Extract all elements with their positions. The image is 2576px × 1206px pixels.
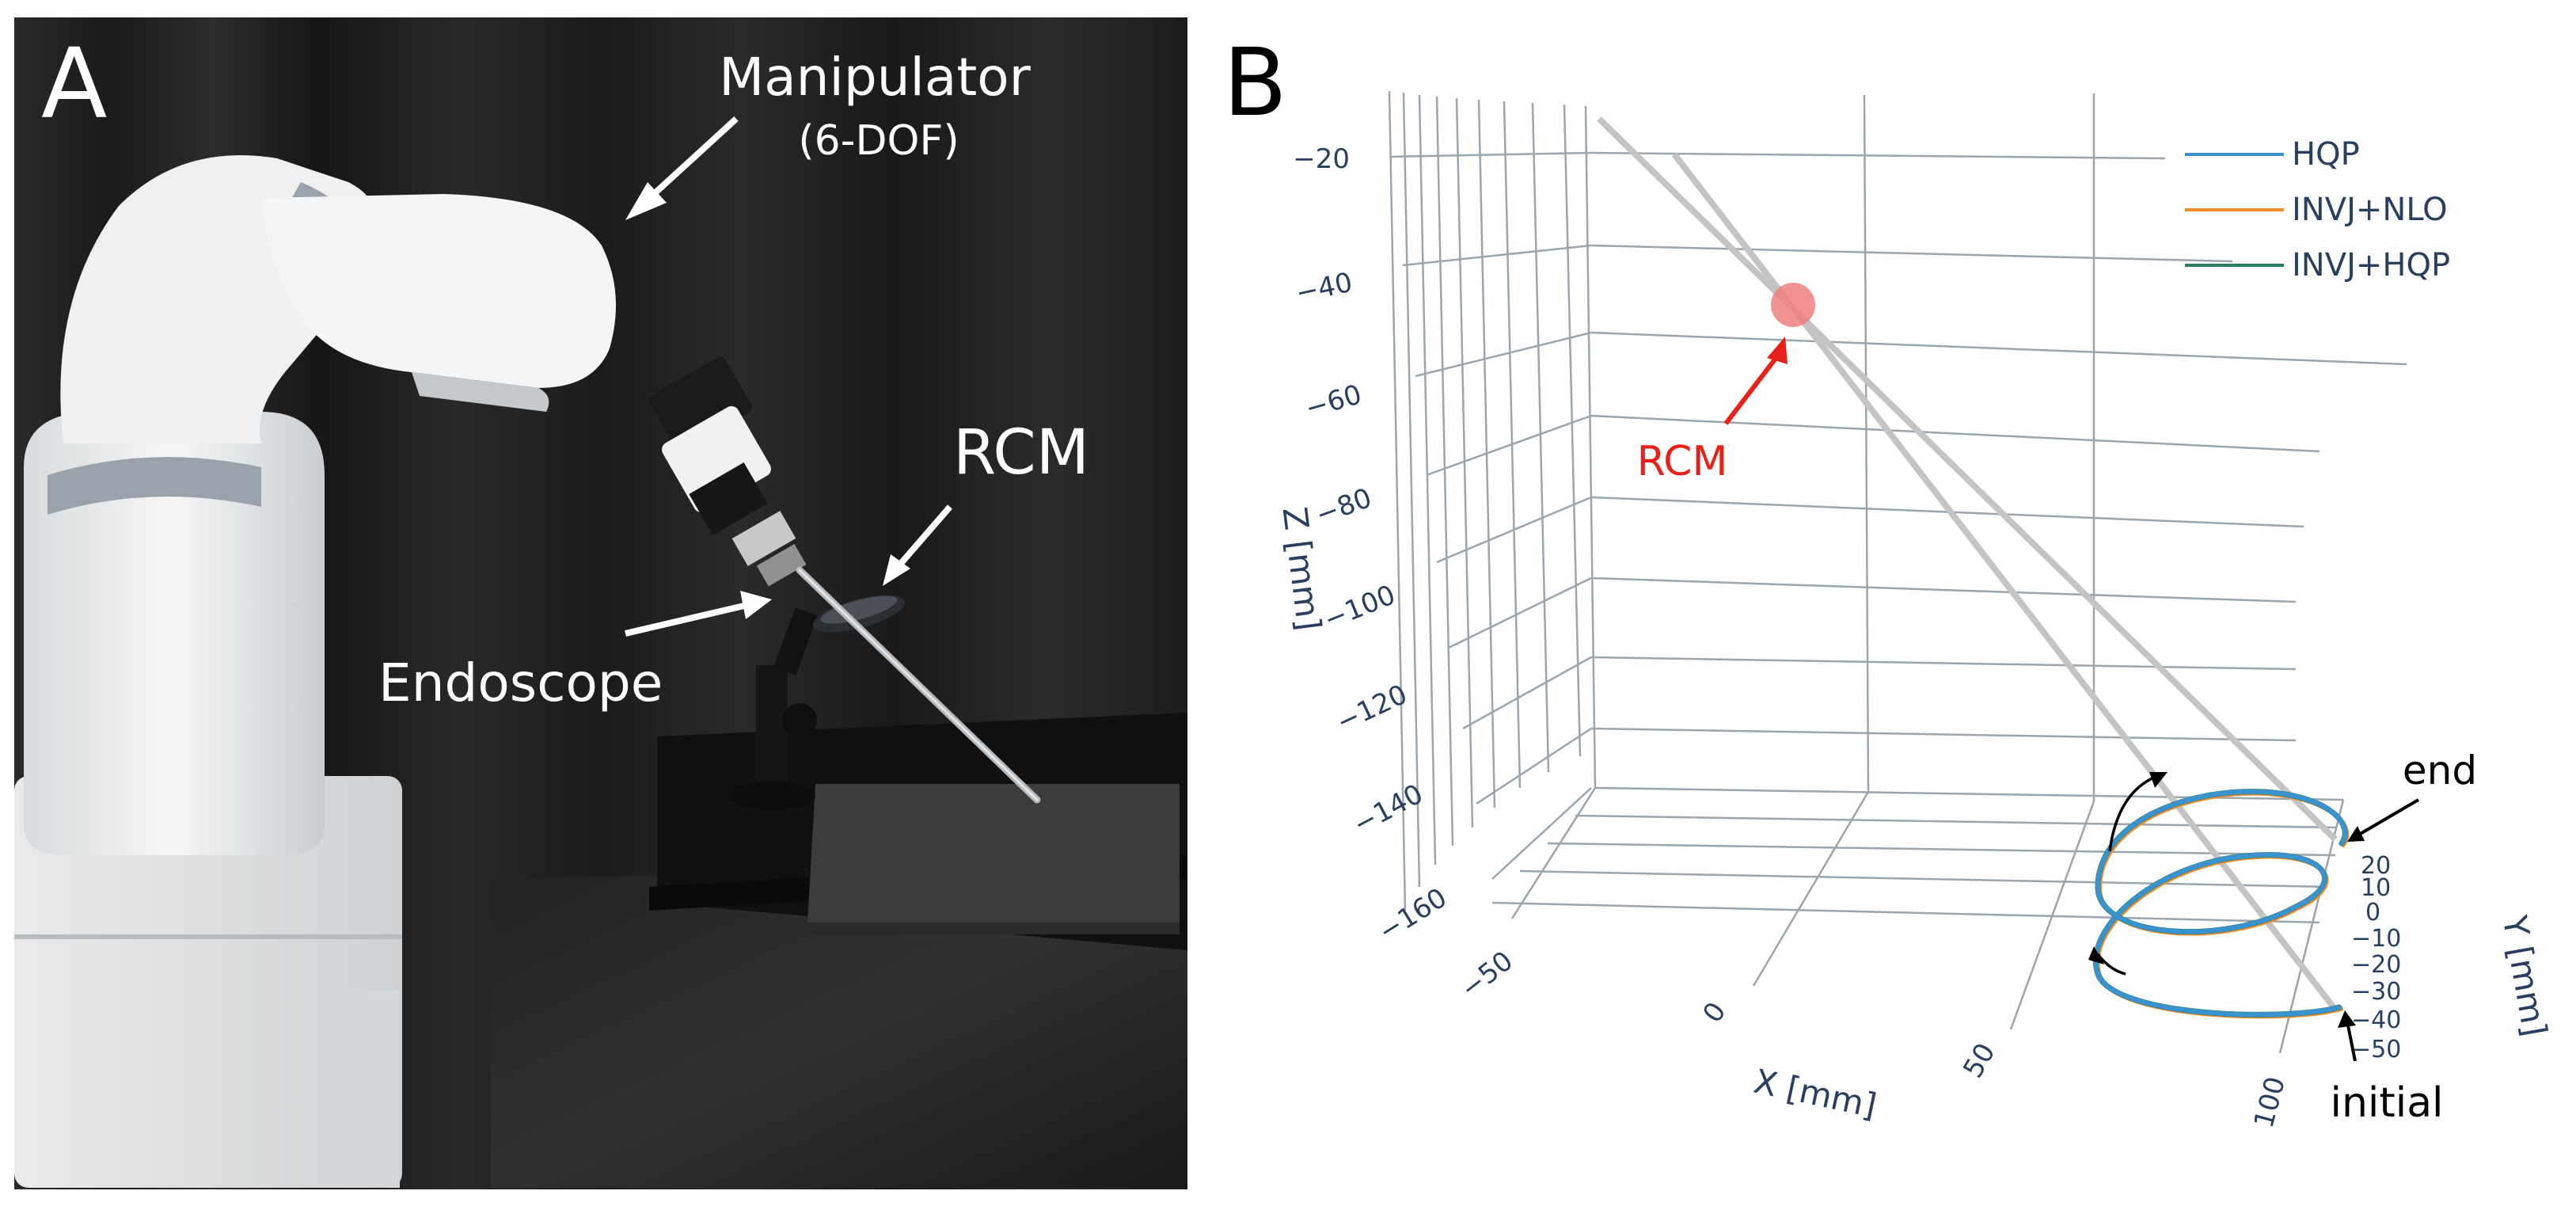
trajectory-plot: −20 −40 −60 −80 −100 −120 −140 −160 Z [m…	[1223, 28, 2555, 1132]
z-tick-label: −20	[1293, 143, 1350, 175]
z-tick-label: −100	[1320, 579, 1400, 636]
panel-b: −20 −40 −60 −80 −100 −120 −140 −160 Z [m…	[1195, 0, 2576, 1203]
arrow-head-icon	[2347, 826, 2365, 842]
rcm-arrow-line	[1723, 355, 1780, 425]
x-tick-label: 100	[2248, 1074, 2292, 1132]
y-tick-label: −30	[2351, 978, 2401, 1006]
series-hqp	[2093, 789, 2348, 1018]
arrow-head-icon	[2149, 772, 2168, 788]
y-tick-labels: 20 10 0 −10 −20 −30 −40 −50	[2351, 852, 2401, 1063]
z-tick-label: −140	[1348, 778, 1428, 841]
end-arrow-line	[2356, 798, 2420, 837]
x-tick-label: 0	[1696, 996, 1732, 1029]
manipulator-label: Manipulator	[719, 47, 1031, 108]
legend-label: INVJ+HQP	[2292, 247, 2450, 283]
x-axis-label: X [mm]	[1750, 1062, 1879, 1126]
y-tick-label: 10	[2361, 874, 2391, 902]
y-tick-label: −20	[2351, 951, 2401, 979]
y-axis-label: Y [mm]	[2495, 912, 2555, 1040]
z-tick-label: −40	[1293, 267, 1355, 310]
panel-a-letter: A	[41, 28, 107, 140]
x-tick-label: −50	[1455, 945, 1519, 1005]
y-tick-label: −10	[2351, 925, 2401, 953]
initial-label: initial	[2331, 1079, 2444, 1127]
rcm-plot-label: RCM	[1637, 438, 1728, 485]
y-tick-label: −50	[2351, 1036, 2401, 1063]
x-tick-label: 50	[1957, 1038, 2001, 1083]
end-label: end	[2403, 748, 2477, 793]
y-tick-label: 0	[2365, 899, 2380, 926]
panel-a: A Manipulator (6-DOF) RCM Endoscope	[0, 0, 1195, 1203]
arrow-head-icon	[2338, 1010, 2356, 1028]
arrow-head-icon	[2088, 946, 2104, 964]
z-tick-label: −80	[1312, 482, 1376, 531]
grid-lines	[1388, 90, 2407, 1054]
legend-label: HQP	[2292, 136, 2360, 173]
panel-b-letter: B	[1223, 28, 1287, 137]
y-tick-label: −40	[2351, 1006, 2401, 1034]
z-tick-label: −120	[1332, 679, 1412, 739]
manipulator-sublabel: (6-DOF)	[798, 117, 959, 165]
legend: HQP INVJ+NLO INVJ+HQP	[2185, 136, 2450, 283]
endoscope-label: Endoscope	[378, 652, 663, 713]
direction-arrows	[2096, 774, 2158, 976]
rcm-marker	[1771, 283, 1815, 327]
trajectory-series	[2093, 789, 2350, 1019]
legend-label: INVJ+NLO	[2292, 192, 2448, 228]
z-tick-label: −60	[1301, 379, 1365, 424]
z-tick-label: −160	[1373, 882, 1452, 948]
arrow-head-icon	[1767, 337, 1788, 364]
rcm-photo-label: RCM	[953, 417, 1089, 489]
y-tick-label: 20	[2361, 852, 2391, 880]
endoscope-shaft-lines	[1597, 116, 2339, 1012]
initial-arrow-line	[2346, 1021, 2357, 1062]
robot-photo: A Manipulator (6-DOF) RCM Endoscope	[14, 17, 1187, 1189]
